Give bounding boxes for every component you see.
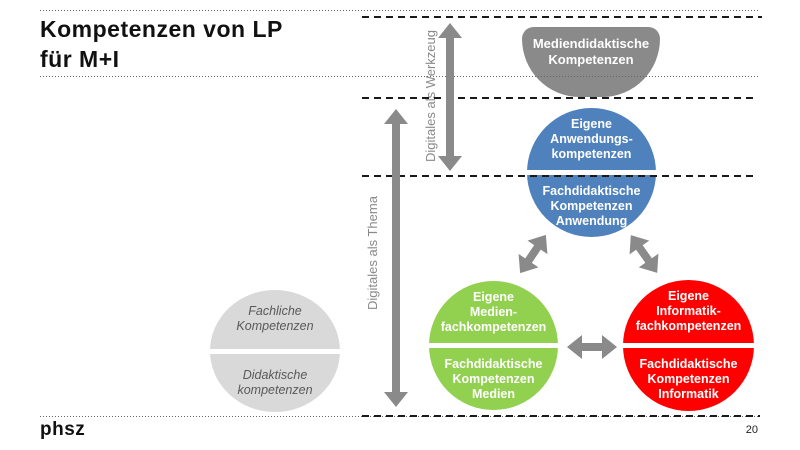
- band-divider-dashed-1: [362, 16, 762, 18]
- slide-title: Kompetenzen von LP für M+I: [40, 16, 283, 72]
- bubble-allgemeine-kompetenzen: Fachliche Kompetenzen Didaktische kompet…: [210, 290, 340, 412]
- band-divider-dashed-2: [362, 97, 758, 99]
- bubble-informatik-bottom-label: Fachdidaktische Kompetenzen Informatik: [639, 357, 738, 401]
- bubble-anwendung-bottom-label: Fachdidaktische Kompetenzen Anwendung: [542, 183, 641, 228]
- bubble-informatik-top-label: Eigene Informatik- fachkompetenzen: [635, 289, 742, 333]
- arrow-shaft: [446, 35, 454, 159]
- title-top-border: [40, 10, 760, 11]
- bubble-medien-divider: [429, 343, 558, 348]
- bubble-medien: Eigene Medien- fachkompetenzen Fachdidak…: [429, 281, 558, 410]
- bubble-allgemein-divider: [210, 348, 340, 354]
- page-number: 20: [745, 424, 758, 436]
- bubble-medien-bottom-label: Fachdidaktische Kompetenzen Medien: [444, 356, 543, 401]
- bubble-informatik: Eigene Informatik- fachkompetenzen Fachd…: [623, 280, 754, 411]
- bubble-anwendung-divider: [527, 170, 656, 175]
- arrow-shaft: [579, 343, 605, 351]
- bubble-allgemein-bottom-label: Didaktische kompetenzen: [237, 367, 313, 397]
- title-bottom-border: [40, 76, 760, 77]
- arrow-shaft: [634, 242, 654, 266]
- footer-logo: phsz: [40, 419, 86, 440]
- band-divider-dashed-4: [362, 415, 760, 417]
- bubble-mediendidaktische-kompetenzen: Mediendidaktische Kompetenzen: [522, 27, 660, 97]
- bubble-anwendung-top-label: Eigene Anwendungs- kompetenzen: [550, 116, 633, 161]
- bubble-allgemein-top-label: Fachliche Kompetenzen: [236, 304, 314, 334]
- bubble-medien-top-label: Eigene Medien- fachkompetenzen: [440, 289, 547, 334]
- band-divider-dashed-3: [362, 175, 758, 177]
- arrow-anwendung-informatik-icon: [621, 228, 667, 279]
- bubble-mediendidaktik-label: Mediendidaktische Kompetenzen: [532, 36, 650, 67]
- arrow-shaft: [523, 242, 543, 266]
- werkzeug-axis-arrow-icon: [438, 23, 462, 171]
- bubble-informatik-divider: [623, 343, 754, 348]
- thema-axis-label: Digitales als Thema: [365, 196, 380, 310]
- thema-axis-arrow-icon: [384, 109, 408, 407]
- bubble-anwendung: Eigene Anwendungs- kompetenzen Fachdidak…: [527, 108, 656, 237]
- arrow-medien-informatik-icon: [567, 335, 617, 359]
- arrow-shaft: [392, 121, 400, 395]
